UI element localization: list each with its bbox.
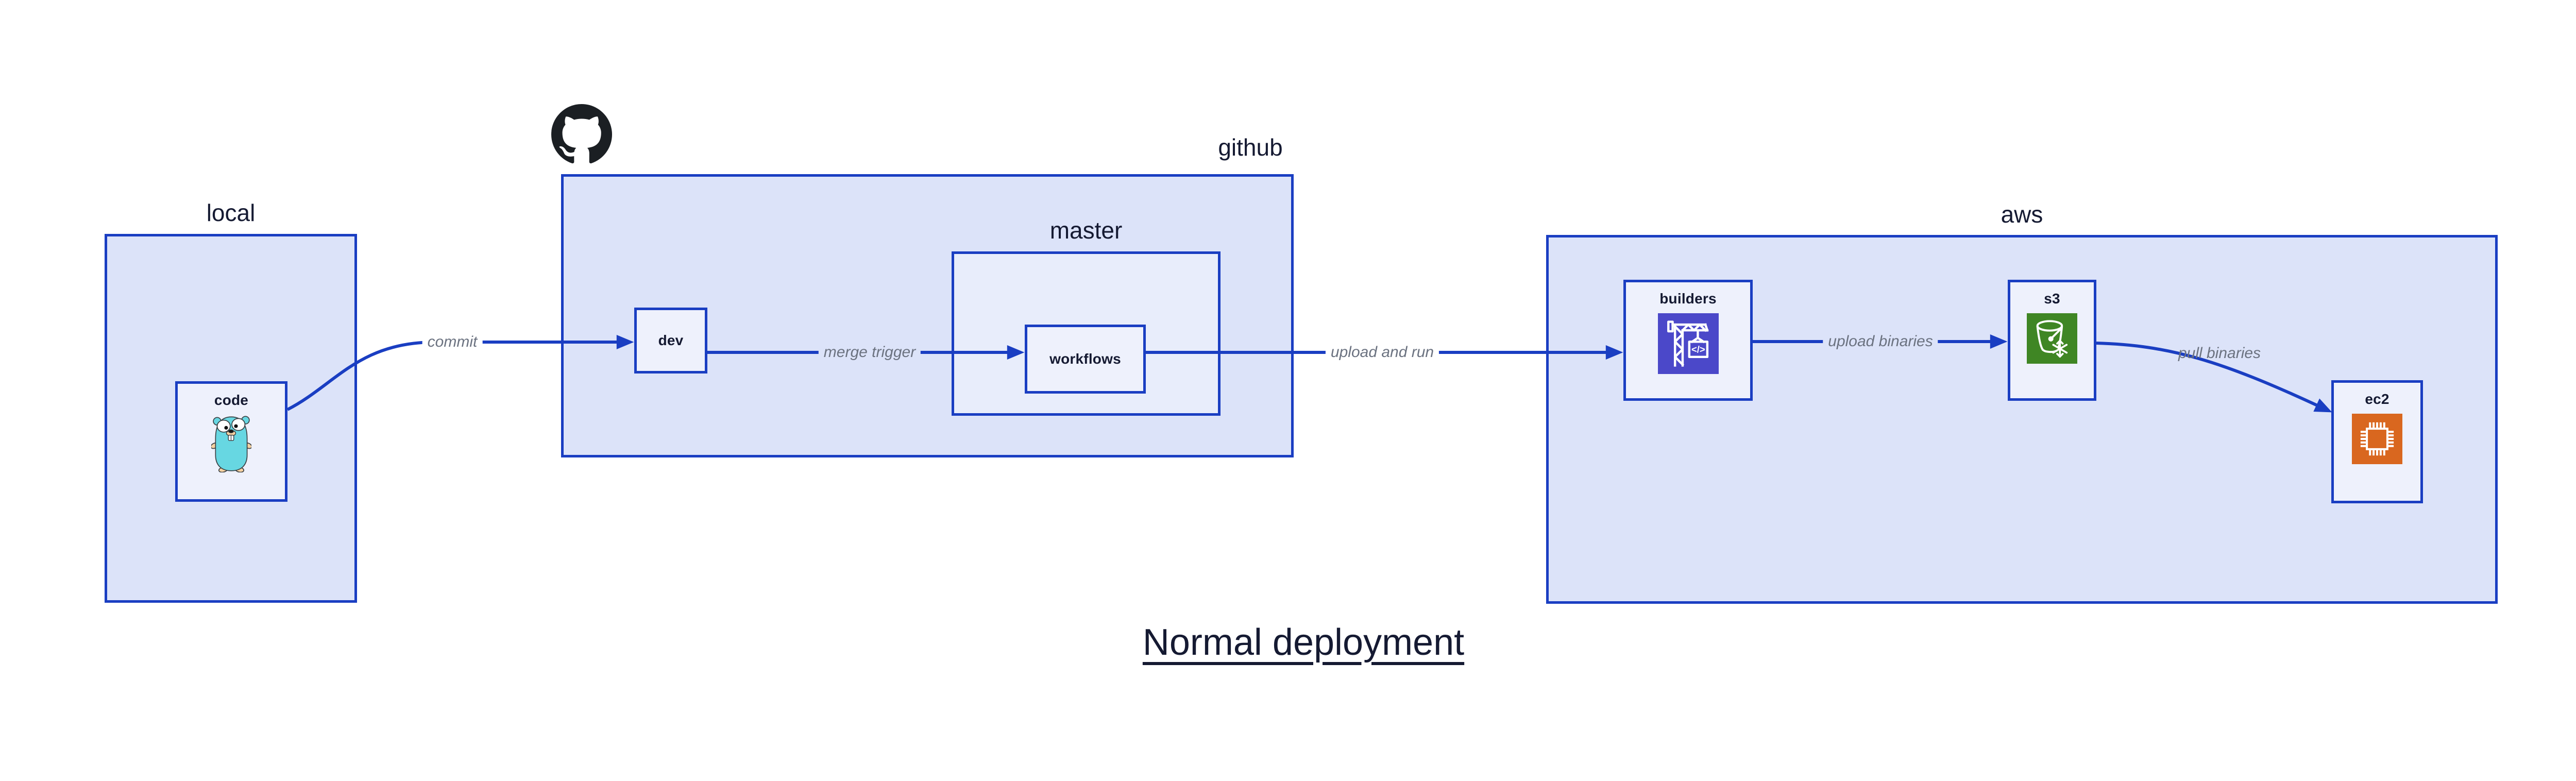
- codebuild-crane-icon: </>: [1657, 313, 1719, 374]
- master-label: master: [1049, 217, 1123, 244]
- node-builders: builders </>: [1623, 280, 1753, 401]
- node-ec2: ec2: [2331, 380, 2423, 503]
- edge-label-upload-binaries: upload binaries: [1823, 332, 1938, 351]
- github-label: github: [1218, 134, 1283, 161]
- edge-label-pull-binaries: pull binaries: [2178, 345, 2261, 362]
- node-workflows: workflows: [1025, 325, 1146, 394]
- go-gopher-icon: [211, 415, 251, 472]
- workflows-node-label: workflows: [1049, 351, 1121, 367]
- code-node-label: code: [214, 392, 249, 408]
- ec2-node-label: ec2: [2365, 391, 2389, 407]
- github-octocat-icon: [551, 104, 612, 167]
- s3-glacier-bucket-icon: [2027, 313, 2077, 364]
- edge-label-upload-and-run: upload and run: [1325, 343, 1439, 362]
- edge-label-merge-trigger: merge trigger: [818, 343, 921, 362]
- s3-node-label: s3: [2044, 291, 2060, 307]
- node-code: code: [175, 381, 287, 502]
- node-s3: s3: [2008, 280, 2096, 401]
- diagram-title: Normal deployment: [1142, 622, 1465, 663]
- codebuild-code-glyph: </>: [1691, 344, 1705, 355]
- builders-node-label: builders: [1659, 291, 1717, 307]
- edge-label-commit: commit: [422, 333, 483, 351]
- aws-label: aws: [2001, 201, 2043, 228]
- ec2-chip-icon: [2352, 414, 2402, 464]
- dev-node-label: dev: [658, 332, 684, 348]
- local-label: local: [206, 199, 256, 226]
- node-dev: dev: [634, 308, 707, 373]
